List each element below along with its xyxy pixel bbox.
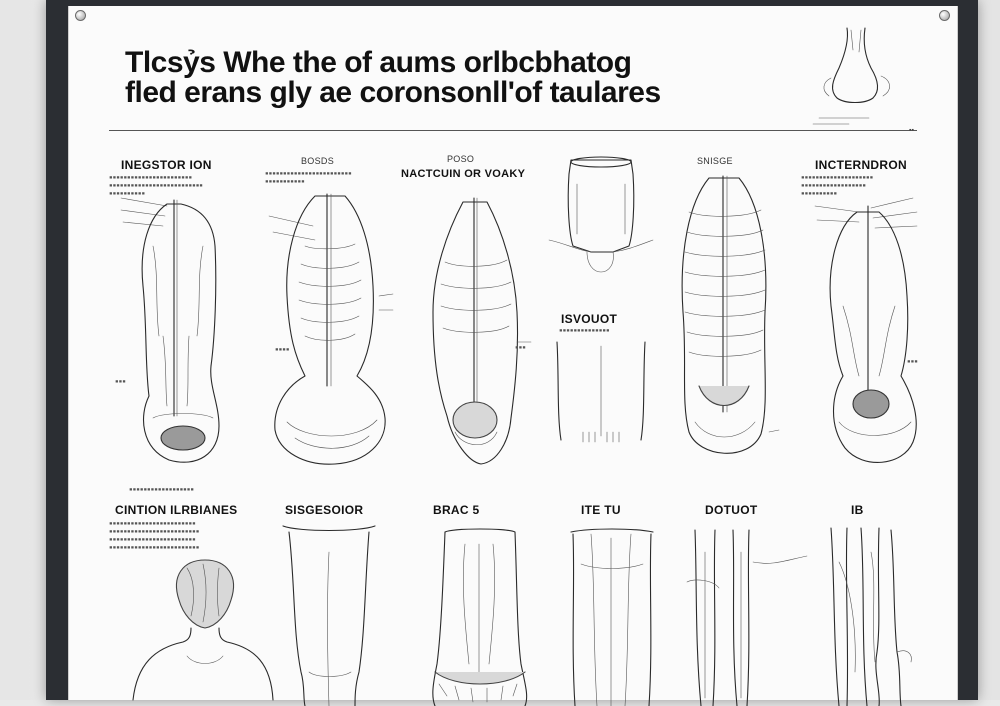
- panel-4-notes: ▪▪▪▪▪▪▪▪▪▪▪▪▪▪: [559, 327, 610, 334]
- top-right-sketch: [812, 27, 890, 125]
- panel-11-heading: DOTUOT: [705, 503, 758, 517]
- panel-1-notes: ▪▪▪▪▪▪▪▪▪▪▪▪▪▪▪▪▪▪▪▪▪▪▪▪▪▪▪▪▪▪▪▪▪▪▪▪▪▪▪▪…: [109, 174, 203, 197]
- panel-12-heading: IB: [851, 503, 864, 517]
- panel-1-illustration: [120, 197, 220, 463]
- pin-icon-right: [939, 10, 950, 21]
- panel-2-notes: ▪▪▪▪▪▪▪▪▪▪▪▪▪▪▪▪▪▪▪▪▪▪▪▪▪▪▪▪▪▪▪▪▪▪▪: [265, 170, 352, 185]
- panel-3-callout: ▪▪▪: [515, 344, 526, 351]
- panel-6-callout: ▪▪▪: [907, 358, 918, 365]
- panel-12-illustration: [830, 527, 912, 706]
- panel-5-heading: SNISGE: [697, 156, 733, 166]
- panel-2-callout: ▪▪▪▪: [275, 346, 290, 353]
- panel-9-heading: BRAC 5: [433, 503, 480, 517]
- panel-4-lower-illustration: [556, 341, 646, 443]
- poster-title-line-1: Tlcsỷs Whe the of aums orlbcbhatog: [125, 46, 632, 79]
- panel-1-heading: INEGSTOR ION: [121, 158, 212, 172]
- panel-9-illustration: [432, 528, 528, 706]
- poster-title-line-2: fled erans gly ae coronsonll'of taulares: [125, 76, 661, 109]
- panel-7-pre-notes: ▪▪▪▪▪▪▪▪▪▪▪▪▪▪▪▪▪▪: [129, 486, 195, 493]
- panel-2-heading: BOSDS: [301, 156, 335, 166]
- panel-4-upper-illustration: [548, 156, 654, 273]
- panel-6-heading: INCTERNDRON: [815, 158, 907, 172]
- panel-8-illustration: [282, 525, 376, 706]
- panel-11-illustration: [686, 529, 808, 706]
- pin-icon-left: [75, 10, 86, 21]
- panel-3-subheading: POSO: [447, 154, 475, 164]
- divider-tag: ▪▪: [909, 127, 914, 134]
- panel-7-heading: CINTION ILRBIANES: [115, 503, 238, 517]
- panel-1-callout: ▪▪▪: [115, 378, 126, 385]
- panel-3-heading: NACTCUIN OR VOAKY: [401, 168, 526, 180]
- panel-8-heading: SISGESOIOR: [285, 503, 364, 517]
- panel-7-notes: ▪▪▪▪▪▪▪▪▪▪▪▪▪▪▪▪▪▪▪▪▪▪▪▪▪▪▪▪▪▪▪▪▪▪▪▪▪▪▪▪…: [109, 520, 200, 551]
- poster-paper: Tlcsỷs Whe the of aums orlbcbhatog fled …: [68, 6, 958, 706]
- panel-2-illustration: [268, 193, 394, 465]
- panel-3-illustration: [432, 197, 532, 465]
- panel-4-heading: ISVOUOT: [561, 312, 618, 326]
- panel-7-illustration: [132, 559, 274, 701]
- panel-6-notes: ▪▪▪▪▪▪▪▪▪▪▪▪▪▪▪▪▪▪▪▪▪▪▪▪▪▪▪▪▪▪▪▪▪▪▪▪▪▪▪▪…: [801, 174, 874, 197]
- panel-10-illustration: [570, 528, 654, 706]
- panel-5-illustration: [681, 175, 780, 454]
- panel-6-illustration: [814, 197, 918, 463]
- title-divider: [109, 130, 917, 131]
- panel-10-heading: ITE TU: [581, 503, 621, 517]
